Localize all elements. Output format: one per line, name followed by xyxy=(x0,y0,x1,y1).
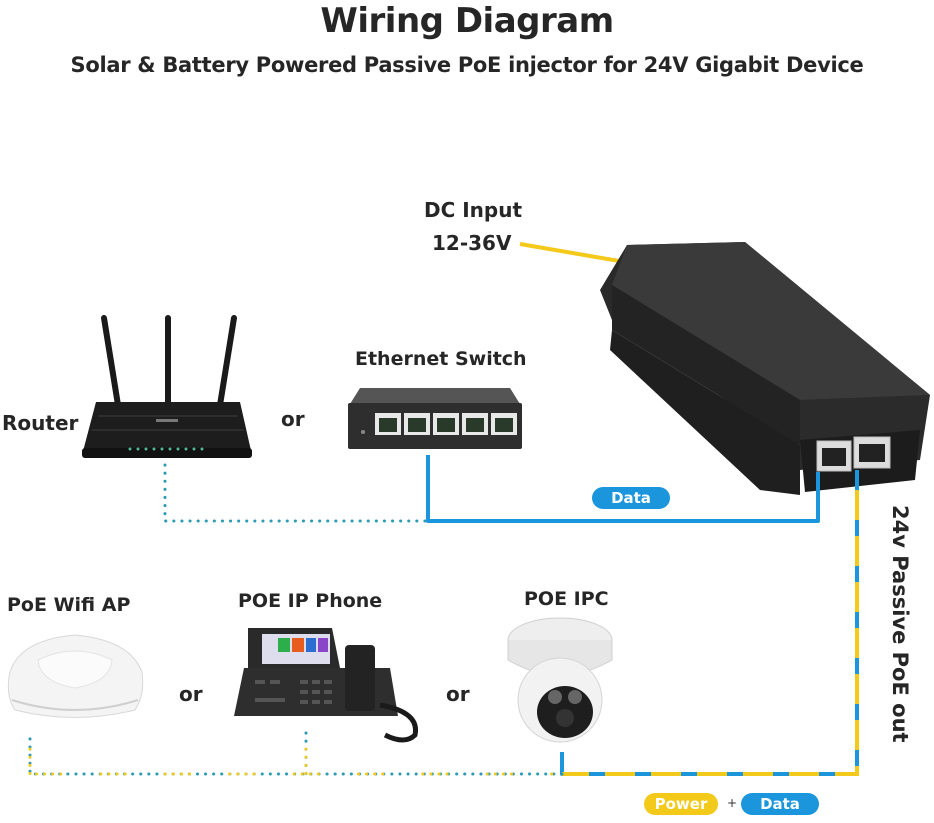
ethernet-switch-icon xyxy=(348,388,522,449)
ip-camera-label: POE IPC xyxy=(524,588,609,610)
switch-data-link xyxy=(426,455,820,523)
router-icon xyxy=(82,315,252,458)
ip-camera-icon xyxy=(507,617,613,743)
wifi-ap-icon xyxy=(7,634,144,718)
legend-plus: + xyxy=(727,796,738,810)
poe-out-label: 24v Passive PoE out xyxy=(888,505,912,743)
downstream-bus-blue xyxy=(28,733,564,776)
router-label: Router xyxy=(2,411,79,435)
page-title: Wiring Diagram xyxy=(320,1,614,41)
ethernet-switch-label: Ethernet Switch xyxy=(355,348,527,370)
poe-out-link-blue xyxy=(560,470,859,776)
wifi-ap-label: PoE Wifi AP xyxy=(7,594,131,616)
dc-input-label: DC Input xyxy=(424,198,523,222)
legend-data-badge: Data xyxy=(741,793,819,815)
poe-out-link-yellow xyxy=(562,490,859,776)
dc-input-cable xyxy=(519,242,626,264)
or-separator-2: or xyxy=(446,682,470,706)
or-separator-upstream: or xyxy=(281,407,305,431)
or-separator-1: or xyxy=(179,682,203,706)
poe-injector-icon xyxy=(600,242,930,495)
page-subtitle: Solar & Battery Powered Passive PoE inje… xyxy=(70,53,864,77)
ip-phone-icon xyxy=(234,628,419,743)
legend-power-badge: Power xyxy=(644,793,718,815)
data-badge-upstream: Data xyxy=(592,487,670,509)
router-link-dotted xyxy=(163,463,430,523)
dc-voltage-label: 12-36V xyxy=(432,231,512,255)
ip-phone-label: POE IP Phone xyxy=(238,590,383,612)
